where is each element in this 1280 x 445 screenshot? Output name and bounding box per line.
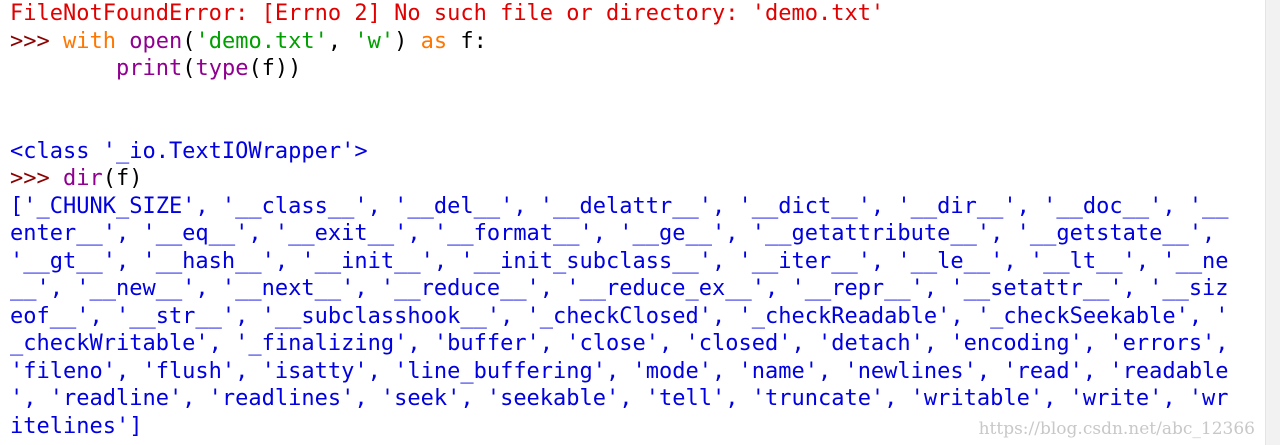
- watermark: https://blog.csdn.net/abc_12366: [978, 419, 1255, 439]
- paren: ): [394, 28, 421, 54]
- output-dir-line: '__gt__', '__hash__', '__init__', '__ini…: [10, 248, 1229, 274]
- args: (f): [102, 166, 143, 191]
- error-line: FileNotFoundError: [Errno 2] No such fil…: [10, 1, 885, 26]
- output-dir-line: __', '__new__', '__next__', '__reduce__'…: [10, 276, 1229, 301]
- builtin-print: print: [115, 56, 183, 81]
- comma: ,: [327, 28, 355, 54]
- keyword-with: with: [63, 28, 116, 54]
- args: (f)): [248, 56, 302, 81]
- output-dir-line: 'fileno', 'flush', 'isatty', 'line_buffe…: [10, 358, 1229, 384]
- python-shell-output[interactable]: FileNotFoundError: [Errno 2] No such fil…: [0, 0, 1255, 440]
- string-filename: 'demo.txt': [195, 28, 328, 54]
- output-dir-line: enter__', '__eq__', '__exit__', '__forma…: [10, 221, 1216, 246]
- paren: (: [182, 56, 196, 81]
- builtin-open: open: [129, 28, 183, 54]
- output-dir-line: itelines']: [10, 413, 143, 439]
- command-line-print: print(type(f)): [10, 55, 1255, 83]
- string-mode: 'w': [354, 28, 395, 54]
- blank-line: [10, 83, 1255, 111]
- builtin-dir: dir: [63, 166, 103, 191]
- output-last-line-row: itelines'] https://blog.csdn.net/abc_1236…: [10, 413, 1255, 441]
- builtin-type: type: [195, 56, 249, 81]
- keyword-as: as: [420, 28, 448, 54]
- prompt: >>>: [10, 166, 50, 191]
- command-line-dir: >>> dir(f): [10, 165, 1255, 193]
- target-var: f:: [447, 28, 487, 54]
- output-dir-line: eof__', '__str__', '__subclasshook__', '…: [10, 303, 1229, 329]
- paren: (: [182, 28, 196, 54]
- command-line-with: >>> with open('demo.txt', 'w') as f:: [10, 28, 1255, 56]
- output-class: <class '_io.TextIOWrapper'>: [10, 138, 368, 164]
- vertical-scrollbar[interactable]: [1265, 0, 1280, 445]
- prompt: >>>: [10, 28, 50, 54]
- output-dir-line: ['_CHUNK_SIZE', '__class__', '__del__', …: [10, 193, 1229, 219]
- output-dir-line: _checkWritable', '_finalizing', 'buffer'…: [10, 331, 1229, 356]
- output-dir-line: ', 'readline', 'readlines', 'seek', 'see…: [10, 386, 1229, 411]
- indent: [10, 56, 116, 81]
- blank-line: [10, 110, 1255, 138]
